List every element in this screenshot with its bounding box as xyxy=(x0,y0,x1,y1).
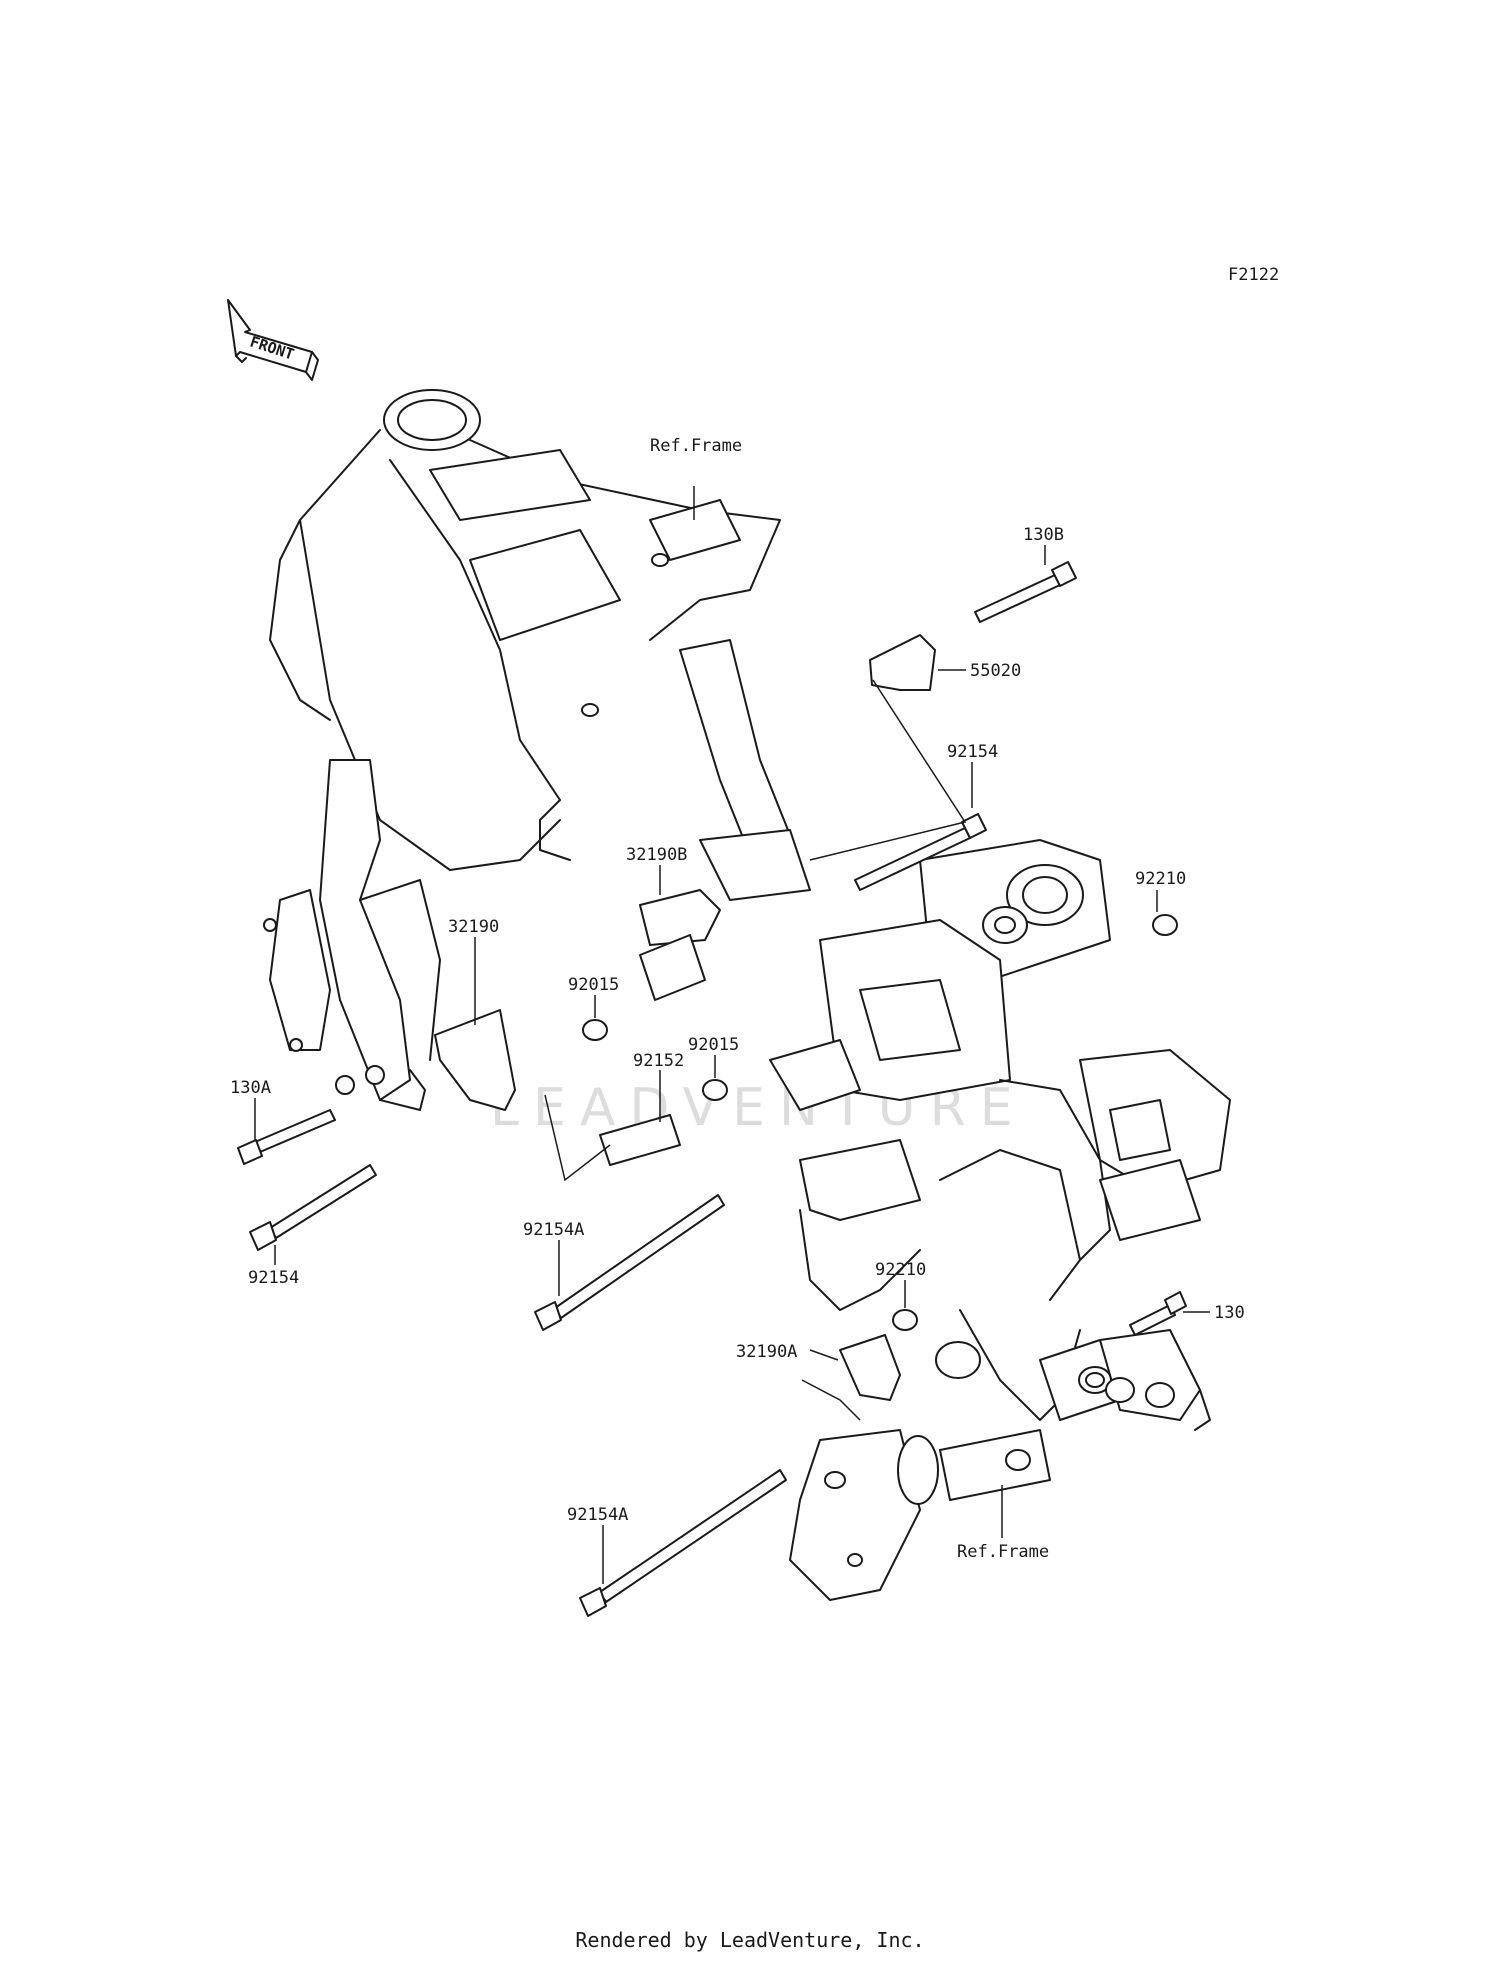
label-ref-frame-bottom: Ref.Frame xyxy=(957,1542,1049,1562)
bracket-55020 xyxy=(869,634,936,691)
bolt-130B-icon xyxy=(974,561,1077,623)
frame-upper xyxy=(269,389,811,901)
bolt-92154-top-icon xyxy=(854,813,987,891)
bolt-130A-icon xyxy=(237,1109,336,1165)
label-92015-right: 92015 xyxy=(688,1035,739,1055)
label-92210-top: 92210 xyxy=(1135,869,1186,889)
label-130: 130 xyxy=(1214,1303,1245,1323)
label-92015-left: 92015 xyxy=(568,975,619,995)
label-130A: 130A xyxy=(230,1078,271,1098)
label-92154A-mid: 92154A xyxy=(523,1220,584,1240)
label-92154-left: 92154 xyxy=(248,1268,299,1288)
label-92154-top: 92154 xyxy=(947,742,998,762)
front-arrow-icon: FRONT xyxy=(227,299,319,381)
label-92210-mid: 92210 xyxy=(875,1260,926,1280)
diagram-code: F2122 xyxy=(1228,265,1279,285)
bolt-92154A-mid-icon xyxy=(534,1194,725,1331)
footer-credit: Rendered by LeadVenture, Inc. xyxy=(575,1928,925,1952)
frame-lower xyxy=(769,839,1231,1601)
frame-left-downtube xyxy=(263,759,441,1111)
bracket-32190B xyxy=(639,889,721,946)
bolt-92154-left-icon xyxy=(249,1164,377,1251)
bolt-130-icon xyxy=(1129,1291,1187,1336)
label-32190A: 32190A xyxy=(736,1342,797,1362)
label-ref-frame-top: Ref.Frame xyxy=(650,436,742,456)
bracket-32190 xyxy=(434,1009,516,1111)
leader-lines xyxy=(254,486,1210,1584)
label-92154A-bottom: 92154A xyxy=(567,1505,628,1525)
label-32190: 32190 xyxy=(448,917,499,937)
label-32190B: 32190B xyxy=(626,845,687,865)
collar-92152 xyxy=(599,1114,681,1166)
label-55020: 55020 xyxy=(970,661,1021,681)
nut-92015-left xyxy=(582,1019,608,1041)
collar xyxy=(639,934,706,1001)
nut-92015-right xyxy=(702,1079,728,1101)
label-92152: 92152 xyxy=(633,1051,684,1071)
bracket-32190A xyxy=(839,1334,901,1401)
bolt-92154A-bottom-icon xyxy=(579,1469,787,1617)
label-130B: 130B xyxy=(1023,525,1064,545)
nut-92210-mid xyxy=(892,1309,918,1331)
nut-92210-top xyxy=(1152,914,1178,936)
